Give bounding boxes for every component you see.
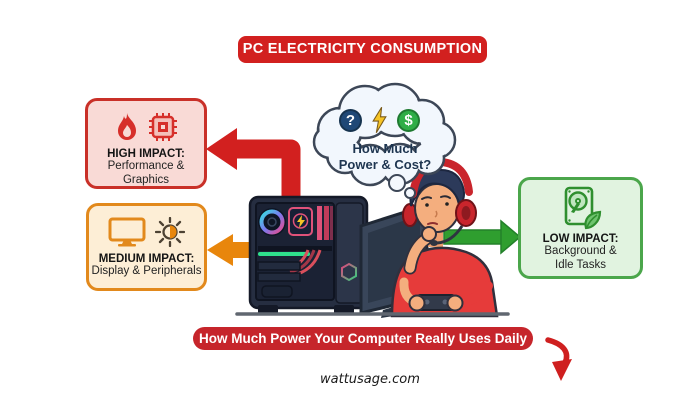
hard-drive-leaf-icon bbox=[564, 186, 601, 230]
high-impact-sub-2: Graphics bbox=[122, 173, 170, 186]
medium-impact-card: MEDIUM IMPACT: Display & Peripherals bbox=[86, 203, 207, 291]
swoosh-down-arrow bbox=[545, 337, 572, 381]
high-impact-title: HIGH IMPACT: bbox=[107, 148, 185, 160]
medium-impact-icons bbox=[89, 214, 204, 250]
pc-tower-illustration bbox=[248, 195, 369, 314]
cloud-line-2: Power & Cost? bbox=[338, 157, 432, 173]
high-impact-card: HIGH IMPACT: Performance & Graphics bbox=[85, 98, 207, 189]
website-credit: wattusage.com bbox=[320, 372, 420, 387]
low-impact-title: LOW IMPACT: bbox=[542, 233, 619, 245]
chip-icon bbox=[148, 113, 177, 141]
lightning-bolt-icon bbox=[372, 107, 387, 133]
low-impact-card: LOW IMPACT: Background & Idle Tasks bbox=[518, 177, 643, 279]
high-impact-subtitle: Performance & Graphics bbox=[88, 160, 204, 187]
dollar-icon: $ bbox=[397, 108, 420, 132]
footer-banner: How Much Power Your Computer Really Uses… bbox=[193, 327, 533, 350]
medium-impact-sub-1: Display & Peripherals bbox=[91, 265, 202, 277]
arrow-low-impact bbox=[443, 219, 522, 255]
monitor-icon bbox=[108, 217, 146, 247]
low-impact-subtitle: Background & Idle Tasks bbox=[521, 245, 640, 272]
cloud-icon-row: ? $ bbox=[339, 107, 420, 133]
brightness-icon bbox=[155, 217, 185, 247]
flame-icon bbox=[117, 113, 136, 141]
high-impact-sub-1: Performance & bbox=[107, 160, 185, 172]
cloud-line-1: How Much bbox=[352, 141, 418, 156]
cloud-question-text: How Much Power & Cost? bbox=[325, 141, 445, 174]
title-banner: PC ELECTRICITY CONSUMPTION bbox=[238, 36, 487, 63]
medium-impact-title: MEDIUM IMPACT: bbox=[98, 253, 195, 265]
low-impact-sub-2: Idle Tasks bbox=[555, 258, 606, 271]
high-impact-icons bbox=[88, 109, 204, 145]
low-impact-sub-1: Background & bbox=[544, 245, 617, 257]
low-impact-icons bbox=[521, 186, 640, 230]
arrow-high-impact bbox=[206, 128, 301, 200]
medium-impact-subtitle: Display & Peripherals bbox=[89, 265, 204, 279]
question-icon: ? bbox=[339, 108, 362, 132]
